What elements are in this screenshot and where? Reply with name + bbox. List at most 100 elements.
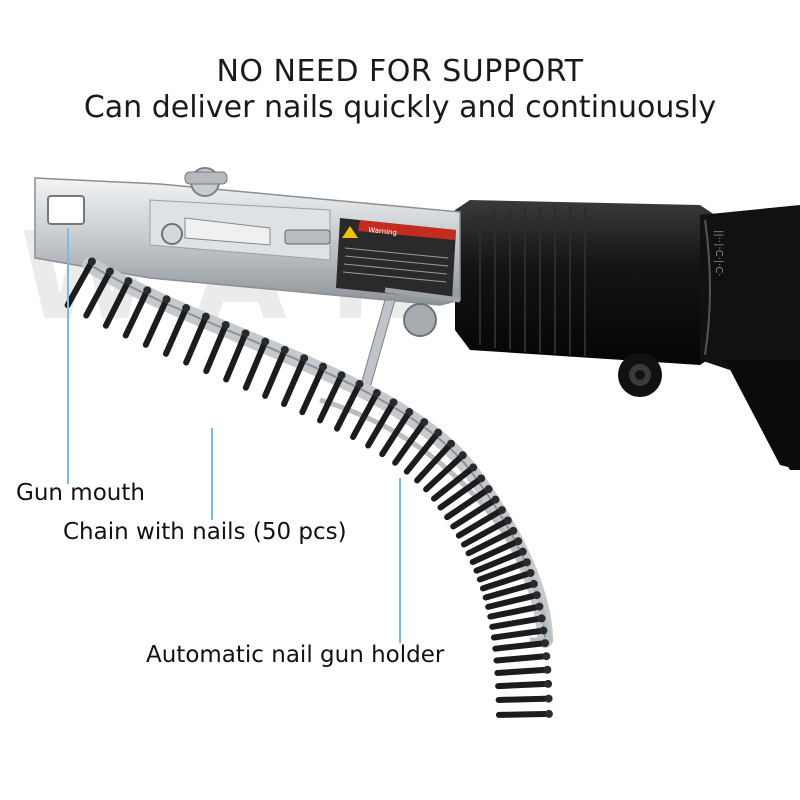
- screw-head: [541, 639, 550, 648]
- screw: [450, 498, 496, 530]
- screw: [485, 593, 536, 610]
- screw: [379, 412, 411, 458]
- screw-head: [518, 547, 527, 556]
- screw-head: [503, 516, 512, 525]
- screw: [492, 640, 545, 652]
- screw-head: [544, 679, 553, 688]
- svg-text:||··|·C·|·C·: ||··|·C·|·C·: [713, 230, 724, 277]
- screw: [487, 604, 539, 620]
- screw-head: [87, 257, 96, 266]
- screw-head: [542, 652, 551, 661]
- screw-head: [522, 558, 531, 567]
- screw-head: [469, 463, 478, 472]
- screw-head: [162, 295, 171, 304]
- screw-head: [458, 451, 467, 460]
- screw: [122, 290, 149, 339]
- screw: [64, 262, 93, 309]
- screw: [482, 582, 533, 601]
- screw: [495, 711, 548, 718]
- screw: [83, 272, 112, 319]
- screw: [223, 334, 247, 383]
- screw-head: [389, 398, 398, 407]
- screw: [414, 443, 452, 484]
- screw: [490, 628, 543, 641]
- drill-body: ||··|·C·|·C·: [455, 200, 800, 470]
- callout-lines: [67, 228, 401, 643]
- screw-chain: [64, 257, 553, 718]
- screw-head: [539, 626, 548, 635]
- screw-head: [537, 614, 546, 623]
- screw: [317, 375, 343, 424]
- screw-head: [124, 277, 133, 286]
- screw: [494, 667, 547, 676]
- screw-head: [221, 321, 230, 330]
- screw-head: [484, 485, 493, 494]
- screw-head: [143, 286, 152, 295]
- screw-head: [434, 428, 443, 437]
- screw: [479, 571, 530, 592]
- screw: [431, 467, 473, 502]
- screw: [476, 560, 527, 583]
- screw-head: [526, 568, 535, 577]
- screw-head: [509, 526, 518, 535]
- warning-title: Warning: [368, 226, 397, 237]
- screw-head: [544, 709, 553, 718]
- headline-line-1: NO NEED FOR SUPPORT: [216, 54, 584, 89]
- screw: [203, 325, 228, 375]
- screw-head: [105, 267, 114, 276]
- screw-head: [535, 602, 544, 611]
- screw: [465, 529, 513, 557]
- screw: [469, 539, 518, 565]
- screw-head: [529, 579, 538, 588]
- screw: [142, 299, 168, 348]
- screw: [437, 477, 481, 511]
- screw: [460, 519, 508, 548]
- screw: [262, 350, 287, 399]
- screw: [365, 402, 395, 449]
- screw: [162, 308, 188, 357]
- screw: [102, 281, 130, 329]
- screw: [489, 616, 541, 630]
- screw: [473, 550, 523, 574]
- screw: [455, 509, 502, 539]
- screw-head: [532, 591, 541, 600]
- screw-head: [337, 371, 346, 380]
- screw: [299, 367, 325, 416]
- screw-head: [372, 389, 381, 398]
- warning-sticker: Warning: [336, 218, 456, 300]
- screw-head: [300, 354, 309, 363]
- screw: [281, 358, 306, 408]
- screw: [242, 342, 267, 391]
- screw: [183, 317, 208, 366]
- label-automatic-nail-gun-holder: Automatic nail gun holder: [146, 642, 445, 668]
- label-gun-mouth: Gun mouth: [16, 480, 145, 506]
- screw-head: [201, 312, 210, 321]
- screw-head: [319, 362, 328, 371]
- screw: [423, 455, 463, 493]
- screw: [403, 432, 439, 475]
- screw-head: [447, 439, 456, 448]
- screw: [493, 653, 546, 664]
- screw-head: [241, 329, 250, 338]
- screw-head: [544, 694, 553, 703]
- screw-head: [497, 506, 506, 515]
- screw: [350, 393, 378, 441]
- screw: [333, 384, 361, 432]
- screw-head: [280, 345, 289, 354]
- screw-head: [543, 665, 552, 674]
- label-chain-with-nails: Chain with nails (50 pcs): [63, 519, 347, 545]
- screw: [495, 681, 548, 690]
- screw-head: [261, 337, 270, 346]
- screw-head: [477, 474, 486, 483]
- screw-head: [420, 418, 429, 427]
- screw-head: [355, 379, 364, 388]
- screw: [392, 422, 425, 466]
- screw-head: [405, 408, 414, 417]
- screw: [444, 488, 489, 521]
- screw: [495, 695, 548, 703]
- screw-head: [491, 495, 500, 504]
- screw-head: [514, 537, 523, 546]
- screw-head: [182, 304, 191, 313]
- headline-line-2: Can deliver nails quickly and continuous…: [83, 90, 717, 125]
